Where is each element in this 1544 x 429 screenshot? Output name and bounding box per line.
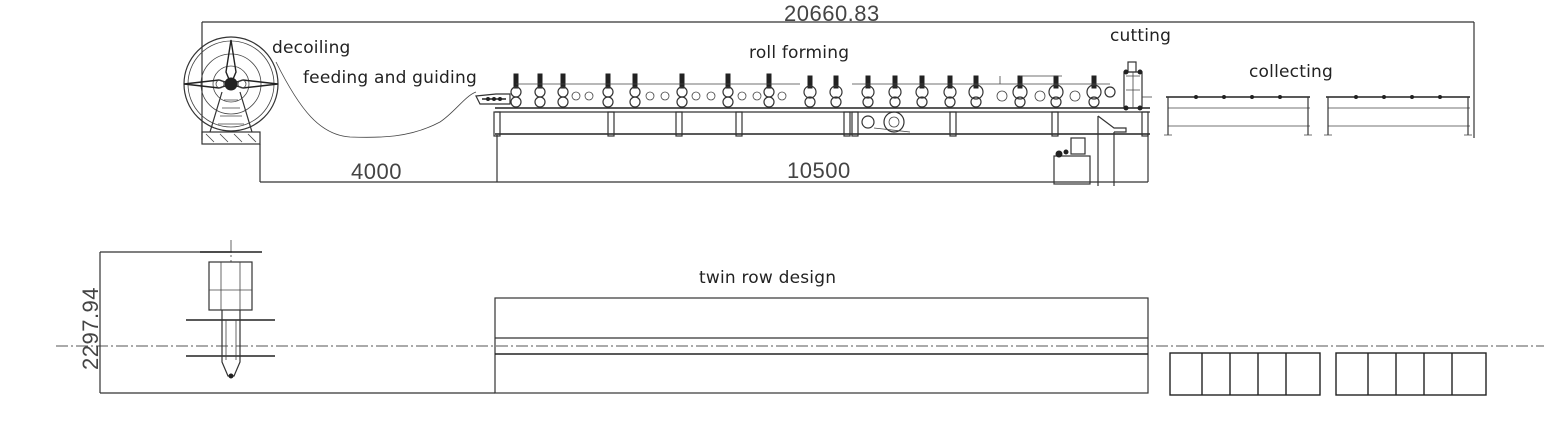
roll-former-length-dimension: 10500 xyxy=(787,158,851,183)
feeding-guide-icon xyxy=(475,93,511,105)
hydraulic-unit-icon xyxy=(1053,137,1091,185)
collecting-table-2-plan xyxy=(1335,352,1487,396)
label-roll-forming: roll forming xyxy=(749,43,850,63)
decoiler-icon xyxy=(183,36,279,145)
feed-distance-dimension: 4000 xyxy=(351,159,402,184)
label-twin-row-design: twin row design xyxy=(699,268,837,288)
roll-stations xyxy=(510,73,1116,108)
dimension-4000 xyxy=(259,135,498,183)
overall-length-dimension: 20660.83 xyxy=(784,1,880,26)
roll-forming-frame xyxy=(493,107,1150,137)
collecting-table-2-side xyxy=(1324,95,1472,136)
drive-motor-icon xyxy=(861,111,911,133)
strip-path xyxy=(275,61,477,138)
exit-chute-icon xyxy=(1097,115,1127,186)
cutting-station-icon xyxy=(1123,61,1152,111)
dimension-10500 xyxy=(497,134,1149,183)
collecting-table-1-side xyxy=(1164,95,1312,136)
roll-former-plan xyxy=(494,297,1149,394)
collecting-table-1-plan xyxy=(1169,352,1321,396)
label-cutting: cutting xyxy=(1110,26,1172,46)
label-feeding-guiding: feeding and guiding xyxy=(303,68,477,88)
label-decoiling: decoiling xyxy=(272,38,351,58)
decoiler-plan-icon xyxy=(186,240,275,379)
plan-width-dimension xyxy=(99,251,495,394)
plan-width-dimension-text: 2297.94 xyxy=(78,286,103,370)
label-collecting: collecting xyxy=(1249,62,1333,82)
